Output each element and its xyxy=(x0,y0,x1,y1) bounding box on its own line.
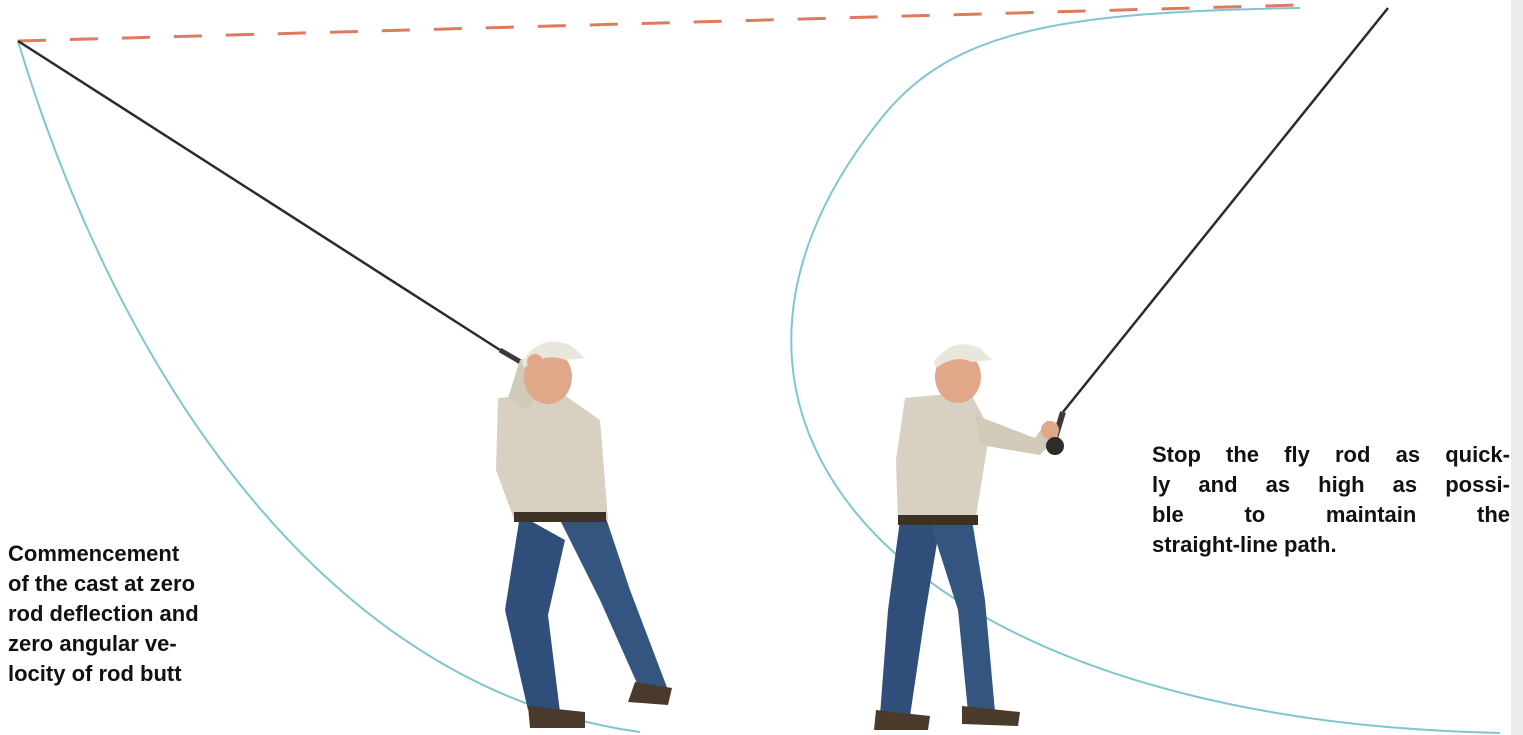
caption-cast-start: Commencement of the cast at zero rod def… xyxy=(8,539,278,689)
caption-line: straight-line path. xyxy=(1152,530,1510,560)
rod-tip-straight-path xyxy=(18,5,1300,41)
right-fly-rod xyxy=(1063,8,1388,412)
caption-line: rod deflection and xyxy=(8,599,278,629)
left-caster-figure xyxy=(496,341,672,728)
right-caster-figure xyxy=(874,344,1064,730)
caption-line: Commencement xyxy=(8,539,278,569)
caption-line: Stop the fly rod as quick- xyxy=(1152,440,1510,470)
caption-line: ly and as high as possi- xyxy=(1152,470,1510,500)
caption-line: locity of rod butt xyxy=(8,659,278,689)
right-margin-strip xyxy=(1511,0,1523,735)
caption-line: ble to maintain the xyxy=(1152,500,1510,530)
caption-stop-rod: Stop the fly rod as quick- ly and as hig… xyxy=(1152,440,1510,560)
caption-line: zero angular ve- xyxy=(8,629,278,659)
left-fly-rod xyxy=(18,41,500,350)
caption-line: of the cast at zero xyxy=(8,569,278,599)
